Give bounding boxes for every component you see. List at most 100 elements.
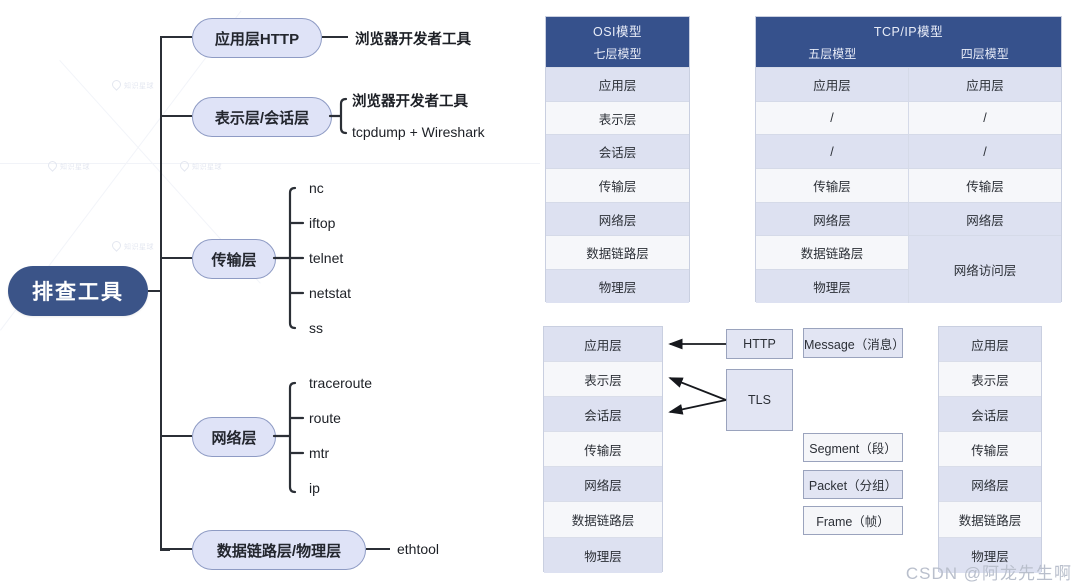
pdu-box-message[interactable]: Message（消息） bbox=[803, 328, 905, 358]
protocol-box-tls[interactable]: TLS bbox=[726, 369, 793, 431]
pdu-box-packet[interactable]: Packet（分组） bbox=[803, 470, 903, 499]
table-row: 数据链路层 bbox=[546, 235, 689, 270]
osi-table-header: OSI模型 七层模型 bbox=[546, 17, 689, 67]
mindmap-leaf-telnet[interactable]: telnet bbox=[309, 250, 344, 266]
mindmap-leaf-tcpdump-wireshark[interactable]: tcpdump + Wireshark bbox=[352, 124, 485, 140]
stack-row-network: 网络层 bbox=[939, 467, 1041, 503]
connector-spine bbox=[160, 37, 163, 551]
tcpip-five-slash-1: / bbox=[756, 101, 908, 135]
mindmap-root-label: 排查工具 bbox=[32, 281, 124, 304]
mindmap-node-datalink-physical[interactable]: 数据链路层/物理层 bbox=[192, 530, 366, 570]
connector-branch5-to-leaf bbox=[366, 548, 390, 551]
mindmap-leaf-route[interactable]: route bbox=[309, 410, 341, 426]
tcpip-col-five-layer: 五层模型 bbox=[808, 47, 857, 61]
bg-guide-line-horizontal bbox=[0, 163, 540, 164]
protocol-label-tls: TLS bbox=[748, 393, 771, 407]
mindmap-node-application-http[interactable]: 应用层HTTP bbox=[192, 18, 322, 58]
stack-row-session: 会话层 bbox=[544, 397, 662, 433]
connector-spine-to-branch-5 bbox=[160, 548, 192, 551]
connector-branch3-bracket bbox=[272, 186, 305, 330]
pdu-label-frame: Frame（帧） bbox=[816, 515, 890, 529]
osi-table-title: OSI模型 bbox=[592, 25, 643, 39]
mindmap-node-label: 数据链路层/物理层 bbox=[216, 542, 342, 560]
tcpip-table-header: TCP/IP模型 五层模型 四层模型 bbox=[756, 17, 1061, 67]
table-row: 传输层 传输层 bbox=[756, 168, 1061, 202]
tcpip-five-network: 网络层 bbox=[756, 202, 908, 236]
mindmap-node-label: 网络层 bbox=[211, 429, 257, 447]
pdu-label-message: Message（消息） bbox=[804, 337, 905, 352]
mindmap-leaf-iftop[interactable]: iftop bbox=[309, 215, 336, 231]
stack-row-transport: 传输层 bbox=[544, 432, 662, 468]
stack-row-session: 会话层 bbox=[939, 397, 1041, 433]
connector-spine-to-branch-4 bbox=[160, 435, 192, 438]
tcpip-five-slash-2: / bbox=[756, 135, 908, 169]
pdu-label-segment: Segment（段） bbox=[809, 442, 897, 456]
mindmap-leaf-ethtool[interactable]: ethtool bbox=[397, 541, 440, 557]
table-row: 网络层 网络层 bbox=[756, 201, 1061, 236]
stack-row-presentation: 表示层 bbox=[544, 362, 662, 398]
mindmap-node-network[interactable]: 网络层 bbox=[192, 417, 276, 457]
table-row: 网络层 bbox=[546, 201, 689, 236]
stack-row-physical: 物理层 bbox=[544, 537, 662, 573]
tcpip-five-datalink: 数据链路层 bbox=[756, 236, 908, 270]
table-row-merged: 数据链路层 物理层 网络访问层 bbox=[756, 235, 1061, 303]
mindmap-leaf-netstat[interactable]: netstat bbox=[309, 285, 352, 301]
connector-spine-to-branch-1 bbox=[160, 36, 192, 39]
mindmap-leaf-browser-devtools-2[interactable]: 浏览器开发者工具 bbox=[352, 94, 468, 110]
tcpip-five-application: 应用层 bbox=[756, 68, 908, 101]
connector-root-to-spine bbox=[148, 290, 162, 293]
tcpip-five-transport: 传输层 bbox=[756, 169, 908, 202]
table-row: / / bbox=[756, 100, 1061, 135]
stack-row-datalink: 数据链路层 bbox=[939, 502, 1041, 538]
mindmap-leaf-mtr[interactable]: mtr bbox=[309, 445, 330, 461]
stack-row-physical: 物理层 bbox=[939, 537, 1041, 573]
bg-watermark: 知识星球 bbox=[46, 159, 90, 172]
table-row: 表示层 bbox=[546, 100, 689, 135]
mindmap-leaf-ip[interactable]: ip bbox=[309, 480, 320, 496]
stack-row-network: 网络层 bbox=[544, 467, 662, 503]
osi-model-table: OSI模型 七层模型 应用层 表示层 会话层 传输层 网络层 数据链路层 物理层 bbox=[545, 16, 690, 303]
tcpip-four-transport: 传输层 bbox=[908, 169, 1061, 202]
osi-cell-physical: 物理层 bbox=[546, 270, 689, 303]
protocol-box-http[interactable]: HTTP bbox=[726, 329, 793, 359]
mindmap-leaf-nc[interactable]: nc bbox=[309, 180, 324, 196]
protocol-label-http: HTTP bbox=[743, 337, 776, 351]
table-row: 会话层 bbox=[546, 134, 689, 169]
pdu-box-frame[interactable]: Frame（帧） bbox=[803, 506, 903, 535]
stack-row-application: 应用层 bbox=[544, 327, 662, 363]
pdu-label-packet: Packet（分组） bbox=[808, 479, 898, 493]
bg-watermark: 知识星球 bbox=[110, 78, 154, 91]
mindmap: 排查工具 应用层HTTP 浏览器开发者工具 表示层/会话层 浏览器开发者工具 bbox=[8, 18, 485, 570]
table-row: / / bbox=[756, 134, 1061, 169]
stack-row-datalink: 数据链路层 bbox=[544, 502, 662, 538]
table-row: 传输层 bbox=[546, 168, 689, 202]
mindmap-root-node[interactable]: 排查工具 bbox=[8, 266, 148, 316]
osi-cell-network: 网络层 bbox=[546, 202, 689, 236]
connector-spine-to-branch-3 bbox=[160, 257, 192, 260]
tcpip-four-slash-2: / bbox=[908, 135, 1061, 169]
mindmap-node-presentation-session[interactable]: 表示层/会话层 bbox=[192, 97, 332, 137]
mindmap-leaf-traceroute[interactable]: traceroute bbox=[309, 375, 373, 391]
stack-row-presentation: 表示层 bbox=[939, 362, 1041, 398]
mindmap-leaf-ss[interactable]: ss bbox=[309, 320, 323, 336]
osi-cell-application: 应用层 bbox=[546, 68, 689, 101]
connector-branch2-bracket bbox=[328, 97, 348, 135]
mindmap-node-label: 应用层HTTP bbox=[214, 30, 300, 48]
tcpip-five-physical: 物理层 bbox=[756, 269, 908, 303]
mindmap-node-label: 表示层/会话层 bbox=[214, 109, 310, 127]
tcpip-table-title: TCP/IP模型 bbox=[873, 25, 944, 39]
table-row: 物理层 bbox=[546, 269, 689, 303]
tcpip-model-table: TCP/IP模型 五层模型 四层模型 应用层 应用层 / / / / 传输层 传… bbox=[755, 16, 1062, 303]
mindmap-node-transport[interactable]: 传输层 bbox=[192, 239, 276, 279]
bg-watermark: 知识星球 bbox=[110, 239, 154, 252]
osi-cell-transport: 传输层 bbox=[546, 169, 689, 202]
osi-cell-session: 会话层 bbox=[546, 135, 689, 169]
table-row: 应用层 bbox=[546, 67, 689, 101]
pdu-box-segment[interactable]: Segment（段） bbox=[803, 433, 903, 462]
osi-table-subtitle: 七层模型 bbox=[593, 47, 642, 61]
osi-cell-presentation: 表示层 bbox=[546, 101, 689, 135]
tcpip-four-application: 应用层 bbox=[908, 68, 1061, 101]
osi-cell-datalink: 数据链路层 bbox=[546, 236, 689, 270]
mindmap-leaf-browser-devtools-1[interactable]: 浏览器开发者工具 bbox=[355, 32, 471, 48]
